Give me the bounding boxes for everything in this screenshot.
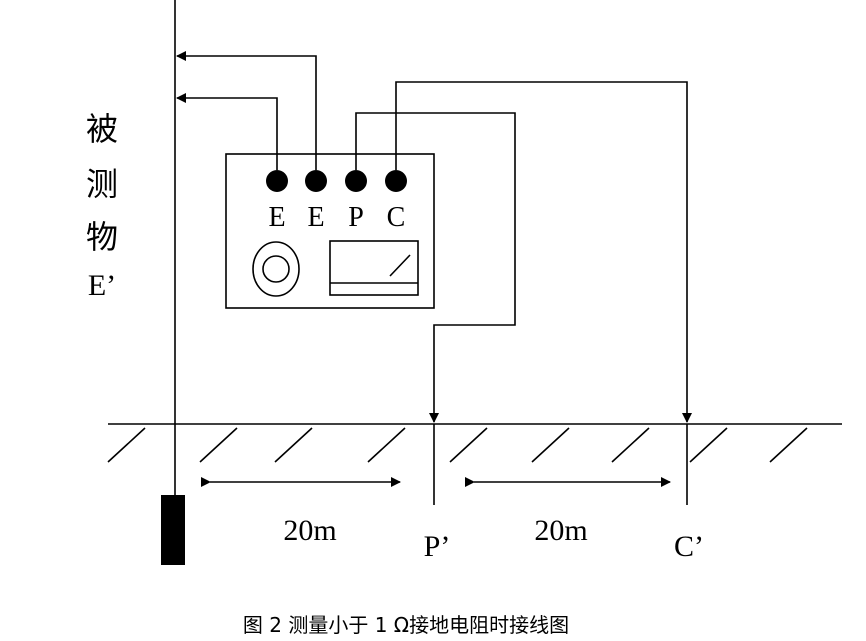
object-electrode [161, 495, 185, 565]
wire-e2-to-object [176, 51, 317, 170]
terminal-e2 [305, 170, 327, 192]
wire-p-to-electrode [355, 112, 516, 423]
terminal-label-p: P [348, 202, 364, 233]
object-label-line3: 物 [86, 218, 118, 256]
terminal-label-e1: E [268, 202, 285, 233]
terminal-p [345, 170, 367, 192]
terminal-label-e2: E [307, 202, 324, 233]
object-label-line2: 测 [86, 165, 118, 203]
tester-box [225, 153, 435, 309]
caption: 图 2 测量小于 1 Ω接地电阻时接线图 [243, 613, 569, 637]
wire-c-to-electrode [395, 81, 692, 423]
ground-hatching [107, 427, 808, 463]
electrode-c-label: C’ [674, 530, 704, 563]
distance-label-right: 20m [534, 514, 587, 547]
terminal-label-c: C [387, 202, 406, 233]
object-label-line1: 被 [86, 110, 118, 148]
crank-knob-icon [252, 241, 300, 297]
object-label-line4: E’ [88, 269, 116, 302]
terminal-e1 [266, 170, 288, 192]
wire-e1-to-object [176, 93, 278, 170]
distance-label-left: 20m [283, 514, 336, 547]
electrode-p-label: P’ [424, 530, 451, 563]
meter-window-icon [329, 240, 419, 296]
terminal-c [385, 170, 407, 192]
